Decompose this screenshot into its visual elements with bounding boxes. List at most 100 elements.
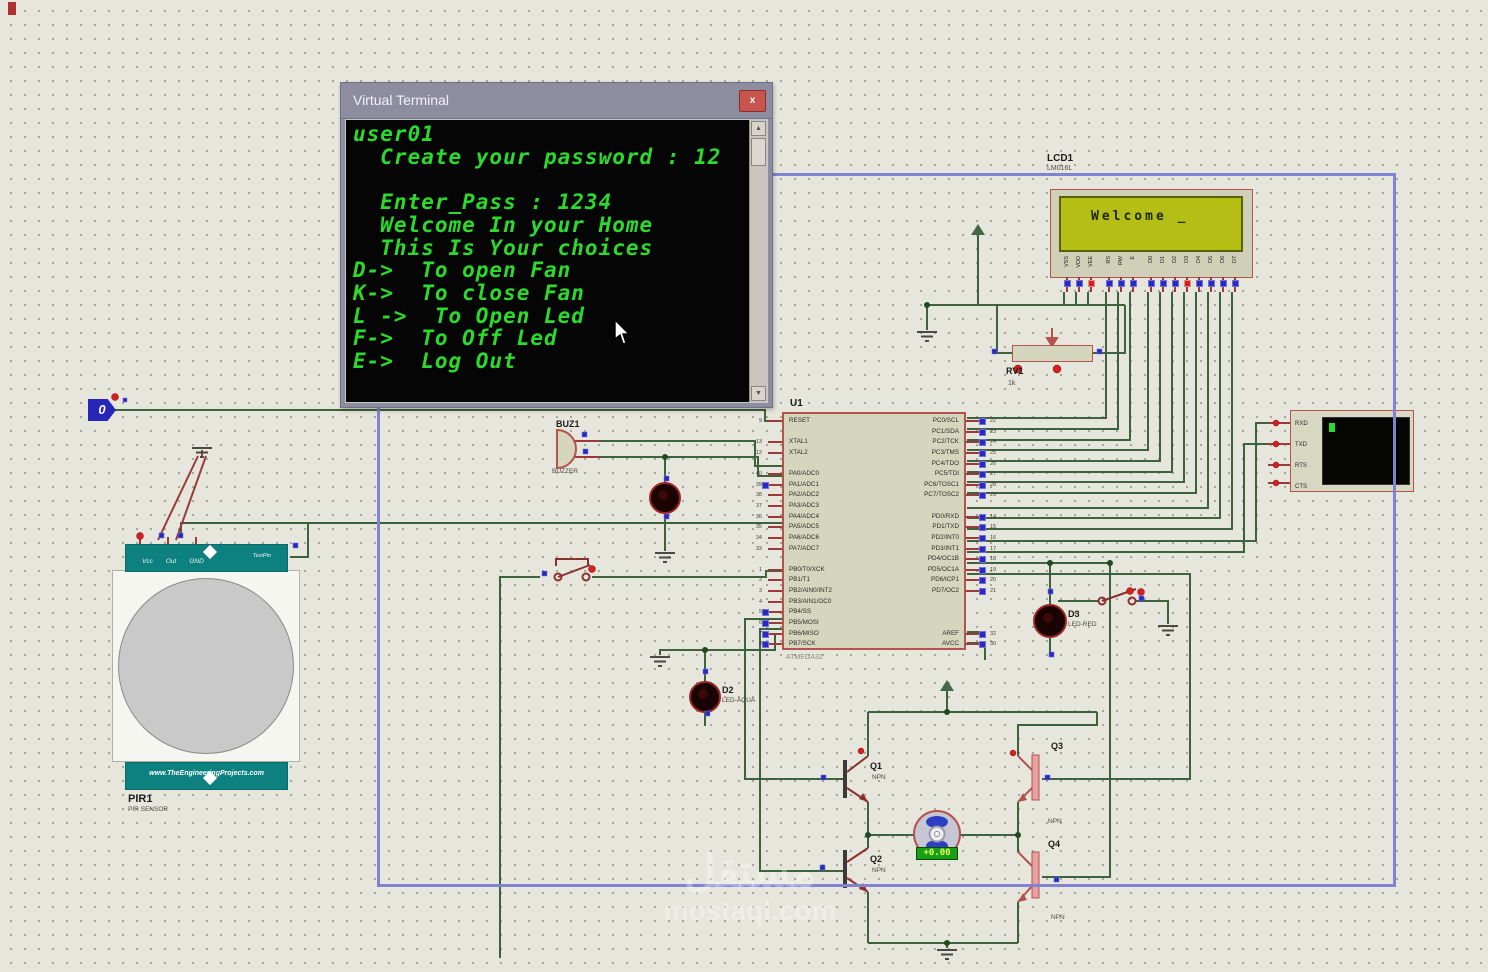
lcd-pin: D7 xyxy=(1229,256,1241,292)
terminal-line: D-> To open Fan xyxy=(353,258,572,283)
u1-pin-number xyxy=(746,459,762,470)
q3-ref-label: Q3 xyxy=(1051,741,1064,751)
d3-ref-label: D3 xyxy=(1068,609,1080,619)
u1-pin-number xyxy=(990,618,1006,629)
u1-pin-label: RESET xyxy=(768,416,875,427)
transistor-q2[interactable] xyxy=(843,847,869,893)
terminal-scrollbar[interactable]: ▲ ▼ xyxy=(749,120,767,402)
terminal-line: Welcome In your Home xyxy=(353,212,654,237)
scroll-thumb[interactable] xyxy=(751,138,766,166)
close-button[interactable]: x xyxy=(739,90,766,112)
u1-pin-label: AREF xyxy=(873,629,986,640)
terminal-line: K-> To close Fan xyxy=(353,280,585,305)
u1-pin-number: 9 xyxy=(758,418,762,424)
lcd-pin: VSS xyxy=(1061,256,1073,292)
vcc-arrows xyxy=(940,224,985,691)
terminal-output: user01 Create your password : 12 Enter_P… xyxy=(353,123,747,373)
transistor-q4[interactable] xyxy=(1017,851,1040,903)
u1-pin-label: PB3/AIN1/OC0 xyxy=(768,597,875,608)
u1-pin-label xyxy=(873,618,959,629)
lcd-pin: D2 xyxy=(1169,256,1181,292)
scroll-up-icon[interactable]: ▲ xyxy=(751,121,766,136)
virtual-terminal-window[interactable]: Virtual Terminal x user01 Create your pa… xyxy=(340,82,773,408)
buzzer-icon[interactable] xyxy=(556,428,577,470)
junction-dots xyxy=(662,302,1113,946)
led-d3[interactable] xyxy=(1033,604,1067,638)
motor-rpm-display: +0.00 xyxy=(916,847,958,860)
rv1-value-label: 1k xyxy=(1008,380,1016,387)
d2-part-label: LED-AQUA xyxy=(722,697,756,704)
transistor-q3[interactable] xyxy=(1017,754,1040,803)
u1-pin-number: 12 xyxy=(755,449,762,456)
u1-pin-number xyxy=(746,427,762,438)
u1-pin-label: PA5/ADC5 xyxy=(768,522,875,533)
lcd-pin: VEE xyxy=(1085,256,1097,292)
terminal-line: E-> Log Out xyxy=(353,349,517,374)
u1-pin-number: 17 xyxy=(990,545,997,552)
terminal-line: F-> To Off Led xyxy=(353,326,558,351)
terminal-line: Create your password : 12 xyxy=(353,144,722,169)
serial-pin-label: TXD xyxy=(1295,442,1307,448)
u1-pin-number: 20 xyxy=(990,577,997,584)
logic-toggle[interactable]: 0 xyxy=(88,399,116,421)
u1-pin-label: PC2/TCK xyxy=(873,437,986,448)
u1-pin-number: 22 xyxy=(990,418,997,424)
u1-pin-number: 18 xyxy=(990,556,997,563)
led-d1[interactable] xyxy=(649,482,681,514)
motor-icon[interactable] xyxy=(913,810,961,858)
scroll-down-icon[interactable]: ▼ xyxy=(751,386,766,401)
d3-part-label: LED-RED xyxy=(1068,621,1097,628)
transistor-q1[interactable] xyxy=(843,755,869,803)
u1-pin-label: PB5/MOSI xyxy=(762,618,875,629)
terminal-line xyxy=(353,168,747,191)
lcd-screen-text: Welcome _ xyxy=(1091,209,1189,224)
lcd-ref-label: LCD1 xyxy=(1047,153,1074,164)
lcd-pin: RS xyxy=(1103,256,1115,292)
pir-pin-label: Vcc xyxy=(142,558,153,565)
u1-pin-label: PD1/TXD xyxy=(873,522,986,533)
terminal-line: Enter_Pass : 1234 xyxy=(353,190,613,215)
u1-pin-number: 8 xyxy=(758,641,762,648)
potentiometer-rv1[interactable] xyxy=(1012,345,1093,362)
pin-stubs xyxy=(139,422,1292,544)
virtual-terminal-titlebar[interactable]: Virtual Terminal x xyxy=(341,83,772,119)
lcd-pin: D1 xyxy=(1157,256,1169,292)
u1-pin-label: PA0/ADC0 xyxy=(768,469,875,480)
u1-pin-label: PD2/INT0 xyxy=(873,533,986,544)
terminal-line: L -> To Open Led xyxy=(353,303,585,328)
serial-pin-label: RTS xyxy=(1295,463,1307,469)
u1-pin-label: PD3/INT1 xyxy=(873,544,986,555)
u1-pin-label: PD6/ICP1 xyxy=(873,575,986,586)
pir-part-label: PIR SENSOR xyxy=(128,806,169,813)
lcd-pin: VDD xyxy=(1073,256,1085,292)
logic-high-dots xyxy=(111,364,1280,757)
u1-pin-number: 1 xyxy=(758,566,762,573)
u1-pin-label xyxy=(789,554,875,565)
d2-ref-label: D2 xyxy=(722,685,734,695)
u1-pin-number: 3 xyxy=(758,588,762,594)
buz1-part-label: BUZZER xyxy=(552,468,578,475)
ground-symbols xyxy=(192,331,1178,960)
lcd-part-label: LM016L xyxy=(1047,165,1073,172)
terminal-screen[interactable]: user01 Create your password : 12 Enter_P… xyxy=(345,119,768,403)
led-d2[interactable] xyxy=(689,681,721,713)
terminal-line: This Is Your choices xyxy=(353,235,654,260)
u1-pin-number: 7 xyxy=(758,630,762,637)
switch-1[interactable] xyxy=(553,558,591,582)
u1-pin-number: 19 xyxy=(990,566,997,573)
logic-probe-squares xyxy=(122,348,1145,883)
u1-pin-label: PA7/ADC7 xyxy=(768,544,875,555)
u1-pin-number: 39 xyxy=(755,481,762,488)
u1-pin-number: 25 xyxy=(990,449,997,456)
window-title: Virtual Terminal xyxy=(353,92,449,108)
q4-type-label: NPN xyxy=(1051,914,1065,921)
